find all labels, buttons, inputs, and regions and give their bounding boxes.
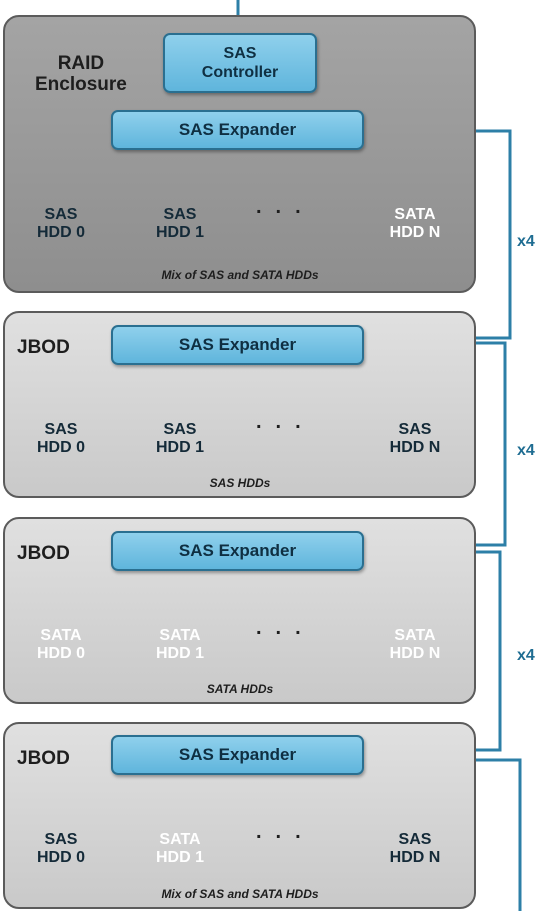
jbod-1-caption: SAS HDDs (209, 476, 271, 490)
jbod-1-drive-1-label: SAS HDD 1 (155, 421, 204, 456)
raid-sas-expander: SAS Expander (111, 110, 364, 150)
jbod-1-title: JBOD (17, 337, 70, 358)
jbod-3-caption: Mix of SAS and SATA HDDs (161, 887, 319, 901)
jbod-2-drive-0-label: SATA HDD 0 (36, 627, 85, 662)
jbod-3-ellipsis: ... (256, 821, 315, 843)
jbod-1-drive-0-label: SAS HDD 0 (36, 421, 85, 456)
raid-drive-n-label: SATA HDD N (389, 206, 441, 241)
jbod-2-sas-expander: SAS Expander (111, 531, 364, 571)
raid-drive-0-label: SAS HDD 0 (36, 206, 85, 241)
jbod-3-sas-expander-label: SAS Expander (178, 745, 297, 764)
jbod-3-drive-1-label: SATA HDD 1 (155, 831, 204, 866)
jbod-3-sas-expander: SAS Expander (111, 735, 364, 775)
jbod-3-drive-n-label: SAS HDD N (389, 831, 441, 866)
jbod-3-title: JBOD (17, 748, 70, 769)
jbod-2-title: JBOD (17, 543, 70, 564)
jbod-1-ellipsis: ... (256, 411, 315, 433)
raid-drive-1-label: SAS HDD 1 (155, 206, 204, 241)
link-label-1: x4 (517, 233, 535, 250)
jbod-1-sas-expander-label: SAS Expander (178, 335, 297, 354)
jbod-3-drive-0-label: SAS HDD 0 (36, 831, 85, 866)
jbod-2-drive-1-label: SATA HDD 1 (155, 627, 204, 662)
link-label-2: x4 (517, 442, 535, 459)
sas-controller-label: SAS Controller (201, 45, 279, 81)
raid-caption: Mix of SAS and SATA HDDs (161, 268, 319, 282)
sas-controller: SAS Controller (163, 33, 317, 93)
raid-sas-expander-label: SAS Expander (178, 120, 297, 139)
jbod-1-drive-n-label: SAS HDD N (389, 421, 441, 456)
raid-enclosure-title: RAID Enclosure (35, 53, 127, 95)
jbod-1-sas-expander: SAS Expander (111, 325, 364, 365)
jbod-2-caption: SATA HDDs (206, 682, 274, 696)
jbod-2-sas-expander-label: SAS Expander (178, 541, 297, 560)
jbod-2-ellipsis: ... (256, 617, 315, 639)
jbod-2-drive-n-label: SATA HDD N (389, 627, 441, 662)
raid-ellipsis: ... (256, 196, 315, 218)
link-label-3: x4 (517, 647, 535, 664)
